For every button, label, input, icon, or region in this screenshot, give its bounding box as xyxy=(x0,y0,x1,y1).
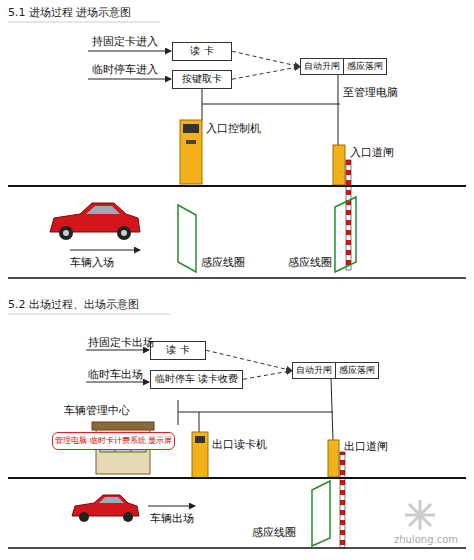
signal-connector xyxy=(243,371,292,380)
rule xyxy=(8,22,160,23)
signal-line xyxy=(331,378,333,440)
rule xyxy=(8,314,170,315)
entry-gate-post xyxy=(333,145,345,185)
box-text: 自动升闸 xyxy=(304,61,340,72)
part-label: 感应线圈 xyxy=(288,256,332,269)
signal-label: 持固定卡出场 xyxy=(88,336,154,349)
car xyxy=(72,495,139,522)
box-text: 读 卡 xyxy=(155,344,201,357)
section-heading: 5.2 出场过程、出场示意图 xyxy=(8,298,139,311)
box-text: 管理电脑 临时卡计费系统 显示屏 xyxy=(55,436,172,446)
gate-action-box: 自动升闸 xyxy=(292,362,336,379)
box-text: 临时停车 读卡收费 xyxy=(155,373,238,386)
barrier-arm xyxy=(346,160,351,270)
induction-loop xyxy=(312,481,330,546)
process-box: 临时停车 读卡收费 xyxy=(150,370,243,389)
box-text: 读 卡 xyxy=(177,45,227,58)
entry-controller xyxy=(180,120,202,184)
gate-action-box: 自动升闸 xyxy=(300,58,344,75)
signal-line xyxy=(338,75,339,145)
signal-line xyxy=(199,412,200,432)
process-box: 读 卡 xyxy=(172,42,232,61)
induction-loop xyxy=(335,197,356,272)
direction-label: 车辆入场 xyxy=(70,256,114,269)
box-text: 感应落闸 xyxy=(347,61,383,72)
signal-connector xyxy=(232,67,300,80)
direction-label: 车辆出场 xyxy=(150,512,194,525)
device-label: 入口道闸 xyxy=(350,146,394,159)
barrier-arm xyxy=(340,452,345,548)
induction-loop xyxy=(178,205,196,272)
signal-line xyxy=(178,412,333,413)
process-box: 读 卡 xyxy=(150,341,206,360)
road-line xyxy=(8,185,466,187)
device-label: 车辆管理中心 xyxy=(64,404,130,417)
note-label: 至管理电脑 xyxy=(343,86,398,99)
signal-label: 临时停车进入 xyxy=(92,63,158,76)
road-line xyxy=(8,477,466,479)
exit-gate-post xyxy=(328,440,339,477)
signal-connector xyxy=(232,51,300,66)
part-label: 感应线圈 xyxy=(252,526,296,539)
direction-arrow xyxy=(148,506,195,507)
signal-label: 临时车出场 xyxy=(88,368,143,381)
signal-label: 持固定卡进入 xyxy=(92,35,158,48)
section-heading: 5.1 进场过程 进场示意图 xyxy=(8,6,132,19)
gate-action-box: 感应落闸 xyxy=(343,58,387,75)
signal-line xyxy=(86,350,149,351)
watermark-logo xyxy=(405,500,435,530)
road-line xyxy=(8,547,466,549)
car xyxy=(50,203,140,240)
signal-line xyxy=(202,104,340,105)
box-text: 自动升闸 xyxy=(296,365,332,376)
road-line xyxy=(8,277,466,279)
part-label: 感应线圈 xyxy=(201,256,245,269)
watermark: zhulong.com xyxy=(394,534,458,546)
signal-line xyxy=(86,382,149,383)
device-label: 入口控制机 xyxy=(206,122,261,135)
gate-action-box: 感应落闸 xyxy=(335,362,379,379)
device-label: 出口读卡机 xyxy=(212,438,267,451)
callout-bubble: 管理电脑 临时卡计费系统 显示屏 xyxy=(52,432,175,450)
exit-card-reader xyxy=(192,432,208,478)
signal-line xyxy=(88,51,171,52)
direction-arrow xyxy=(70,250,140,251)
box-text: 感应落闸 xyxy=(339,365,375,376)
box-text: 按键取卡 xyxy=(177,73,227,86)
device-label: 出口道闸 xyxy=(344,440,388,453)
process-box: 按键取卡 xyxy=(172,70,232,89)
signal-connector xyxy=(206,350,292,370)
signal-line xyxy=(88,79,171,80)
